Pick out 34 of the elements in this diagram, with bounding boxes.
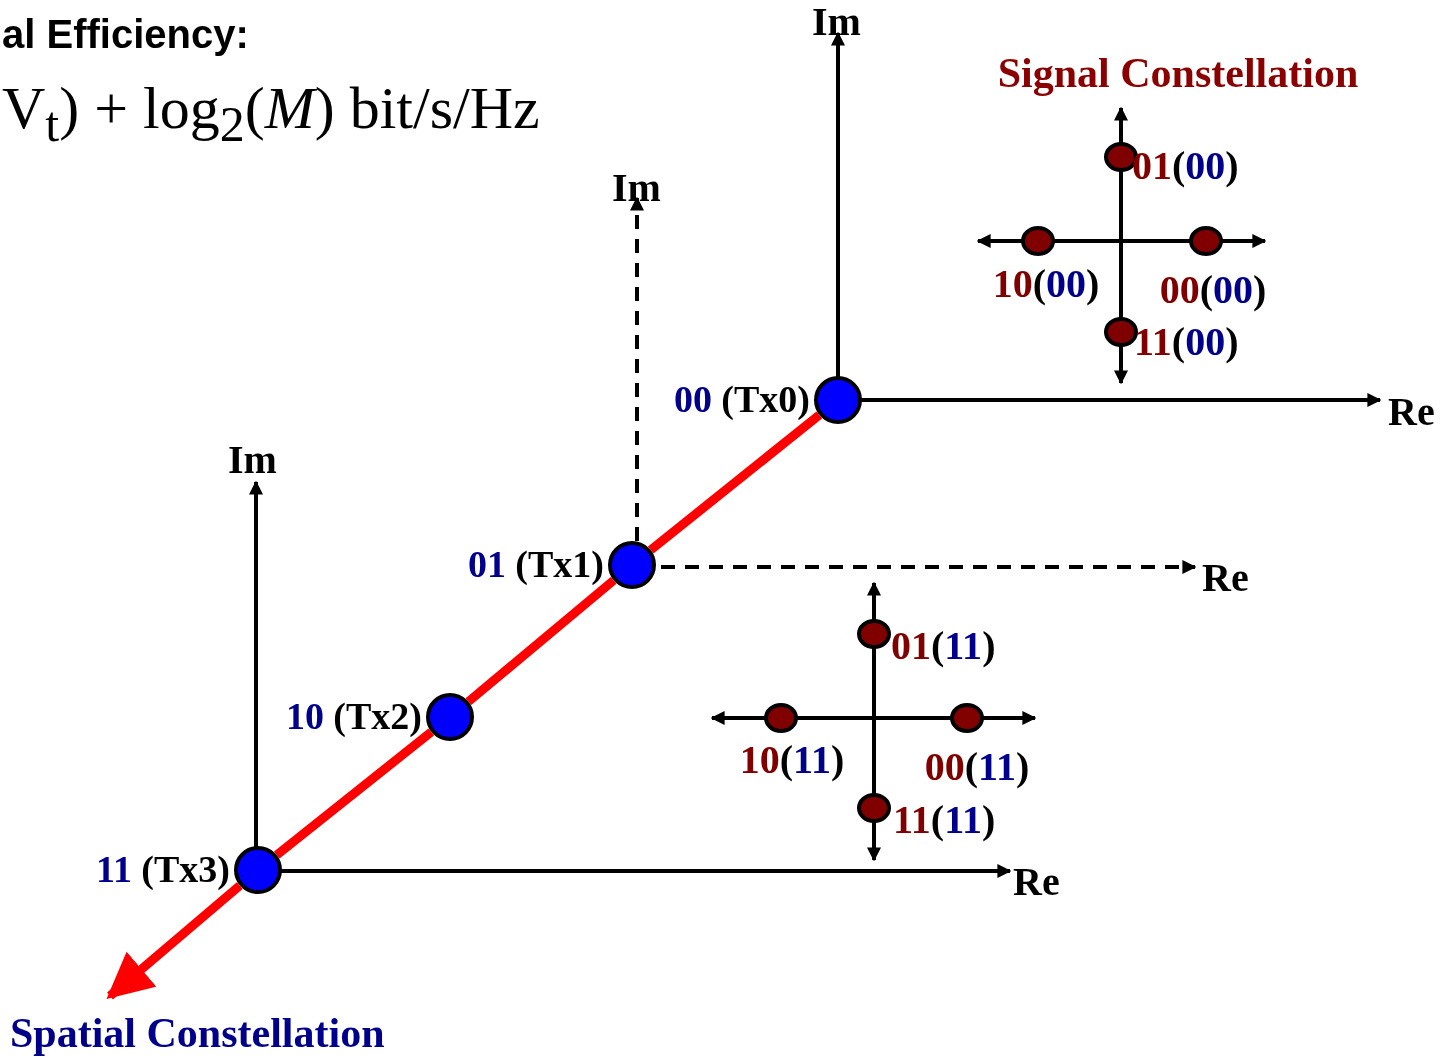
axis-label: Im — [612, 168, 661, 208]
bit-label: 11 — [96, 850, 132, 888]
arrow — [106, 882, 243, 1000]
antenna-label: (Tx2) — [333, 697, 422, 735]
point-label: 00(00) — [1159, 270, 1267, 310]
axis-title: Spatial Constellation — [10, 1012, 385, 1054]
antenna-point — [234, 846, 282, 894]
bit-label: 01 — [468, 545, 506, 583]
antenna-label: (Tx3) — [141, 850, 230, 888]
point-label: 10(11) — [739, 740, 845, 780]
axis-label: Im — [812, 2, 861, 42]
bit-label: 10 — [286, 697, 324, 735]
point-label: 00(11) — [924, 747, 1030, 787]
point-label: 11(00) — [1134, 322, 1239, 362]
axis-label: Re — [1202, 558, 1249, 598]
bit-label: 00 — [674, 380, 712, 418]
antenna-point — [814, 376, 862, 424]
connector-line — [647, 411, 823, 554]
point-label: 11(11) — [893, 800, 996, 840]
antenna-point — [608, 541, 656, 589]
axis-label: Re — [1388, 392, 1435, 432]
antenna-label: (Tx0) — [721, 380, 810, 418]
point-label: 10(00) — [992, 264, 1100, 304]
formula: V$_{t}$) + log$_{2}$(M) bit/s/Hz — [2, 78, 540, 149]
antenna-label: (Tx1) — [515, 545, 604, 583]
point-label: 01(11) — [891, 626, 996, 666]
axis-label: Re — [1013, 862, 1060, 902]
point-label: 01(00) — [1132, 146, 1239, 186]
connector-line — [273, 728, 435, 859]
antenna-point — [426, 693, 474, 741]
title: Signal Constellation — [997, 52, 1359, 94]
axis-label: Im — [228, 440, 277, 480]
heading: al Efficiency: — [2, 14, 249, 54]
connector-line — [465, 576, 617, 706]
